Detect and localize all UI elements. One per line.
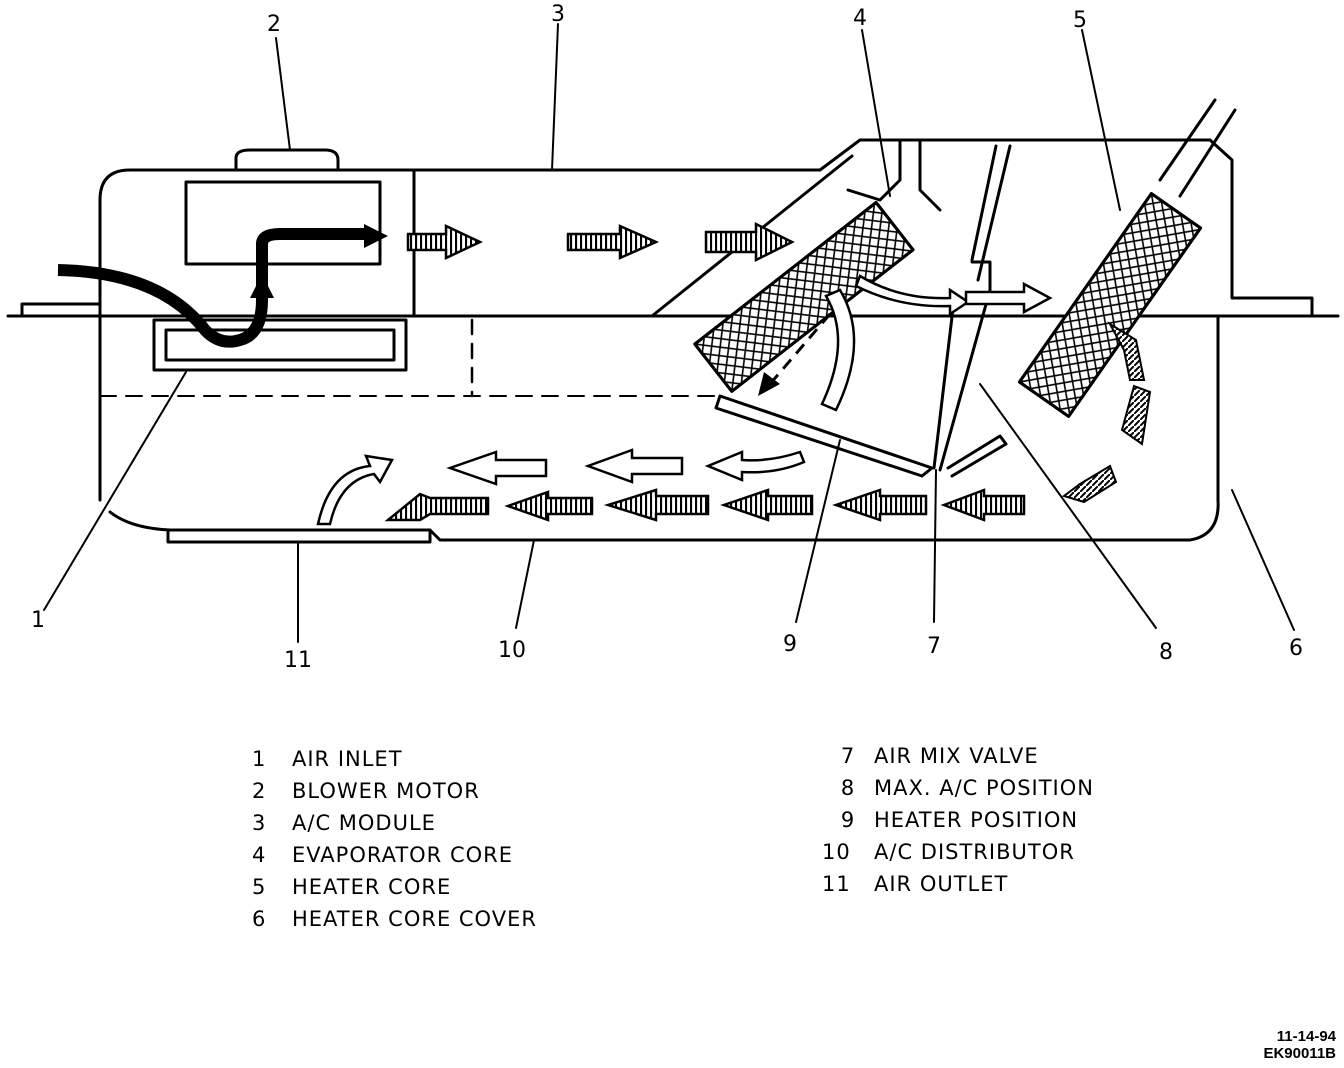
- evaporator-pipe: [846, 138, 942, 212]
- legend-item: 1 AIR INLET: [252, 743, 537, 775]
- legend-item: 11 AIR OUTLET: [822, 868, 1094, 900]
- legend-left: 1 AIR INLET 2 BLOWER MOTOR 3 A/C MODULE 4 EV…: [252, 743, 537, 935]
- cold-air-arrow: [704, 221, 795, 263]
- legend-label: EVAPORATOR CORE: [292, 843, 514, 867]
- cold-air-arrow: [406, 224, 483, 260]
- callout-3: 3: [551, 2, 565, 27]
- legend-number: 8: [840, 776, 856, 800]
- legend-label: AIR OUTLET: [874, 872, 1009, 896]
- return-air-arrow: [446, 450, 548, 486]
- housing-outline: [98, 138, 1212, 502]
- callout-8: 8: [1159, 640, 1173, 665]
- stamp-code: EK90011B: [1263, 1045, 1336, 1062]
- blower-box: [184, 180, 382, 266]
- outlet-flow-arrow: [316, 454, 394, 526]
- legend-label: HEATER POSITION: [874, 808, 1079, 832]
- legend-number: 2: [252, 779, 267, 803]
- air-mix-door: [938, 260, 992, 472]
- air-inlet: [152, 318, 408, 372]
- callout-7: 7: [927, 634, 941, 659]
- legend-label: MAX. A/C POSITION: [874, 776, 1094, 800]
- inlet-flow-arrow: [57, 228, 368, 348]
- legend-label: A/C DISTRIBUTOR: [874, 840, 1075, 864]
- housing-bottom: [108, 314, 1220, 542]
- flange-left: [20, 302, 102, 318]
- warm-air-arrow: [1061, 464, 1118, 504]
- distributor-arrow: [384, 492, 490, 522]
- legend-label: AIR INLET: [292, 747, 403, 771]
- legend-number: 7: [840, 744, 856, 768]
- legend-item: 10 A/C DISTRIBUTOR: [822, 836, 1094, 868]
- distributor-arrow: [832, 488, 928, 522]
- mix-air-arrow: [854, 274, 971, 317]
- callout-9: 9: [783, 632, 797, 657]
- distributor-arrow: [940, 488, 1026, 522]
- callout-5: 5: [1073, 8, 1087, 33]
- callout-1: 1: [31, 608, 45, 633]
- max-ac-door: [714, 394, 934, 478]
- legend-number: 3: [252, 811, 267, 835]
- warm-air-arrow: [1107, 321, 1146, 381]
- figure-stamp: 11-14-94 EK90011B: [1263, 1028, 1336, 1062]
- callout-2: 2: [267, 12, 281, 37]
- heater-door: [946, 434, 1008, 478]
- legend-number: 10: [822, 840, 851, 864]
- warm-air-arrow: [1120, 384, 1152, 446]
- cold-air-arrow: [566, 224, 660, 260]
- legend-item: 9 HEATER POSITION: [822, 804, 1094, 836]
- legend-item: 4 EVAPORATOR CORE: [252, 839, 537, 871]
- distributor-arrow: [504, 490, 594, 522]
- distributor-arrow: [603, 488, 710, 522]
- callout-6: 6: [1289, 636, 1303, 661]
- legend-right: 7 AIR MIX VALVE 8 MAX. A/C POSITION 9 HEATE…: [822, 740, 1094, 900]
- legend-label: HEATER CORE: [292, 875, 452, 899]
- callout-10: 10: [498, 638, 526, 663]
- legend-item: 7 AIR MIX VALVE: [822, 740, 1094, 772]
- legend-number: 5: [252, 875, 267, 899]
- callout-11: 11: [284, 648, 312, 673]
- legend-label: HEATER CORE COVER: [292, 907, 537, 931]
- legend-item: 5 HEATER CORE: [252, 871, 537, 903]
- ac-module-airflow-diagram: [6, 23, 1340, 643]
- legend-number: 4: [252, 843, 267, 867]
- heater-pipes: [1158, 98, 1237, 198]
- mix-air-arrow: [964, 281, 1053, 315]
- air-mix-valve-rod: [976, 144, 1012, 282]
- flange-right: [1208, 138, 1314, 318]
- return-air-arrow: [704, 450, 806, 482]
- legend-label: A/C MODULE: [292, 811, 436, 835]
- legend-item: 8 MAX. A/C POSITION: [822, 772, 1094, 804]
- heater-flow-arrow: [820, 288, 856, 412]
- stamp-date: 11-14-94: [1276, 1028, 1336, 1045]
- distributor-arrow: [720, 488, 814, 522]
- legend-label: BLOWER MOTOR: [292, 779, 480, 803]
- legend-number: 9: [840, 808, 856, 832]
- legend-number: 1: [252, 747, 267, 771]
- legend-item: 3 A/C MODULE: [252, 807, 537, 839]
- legend-label: AIR MIX VALVE: [874, 744, 1039, 768]
- air-outlet: [166, 528, 432, 544]
- return-air-arrow: [584, 448, 684, 484]
- legend-number: 6: [252, 907, 267, 931]
- legend-item: 6 HEATER CORE COVER: [252, 903, 537, 935]
- legend-item: 2 BLOWER MOTOR: [252, 775, 537, 807]
- legend-number: 11: [822, 872, 851, 896]
- heater-core: [1017, 192, 1203, 418]
- callout-4: 4: [853, 6, 867, 31]
- blower-motor-cap: [234, 148, 340, 172]
